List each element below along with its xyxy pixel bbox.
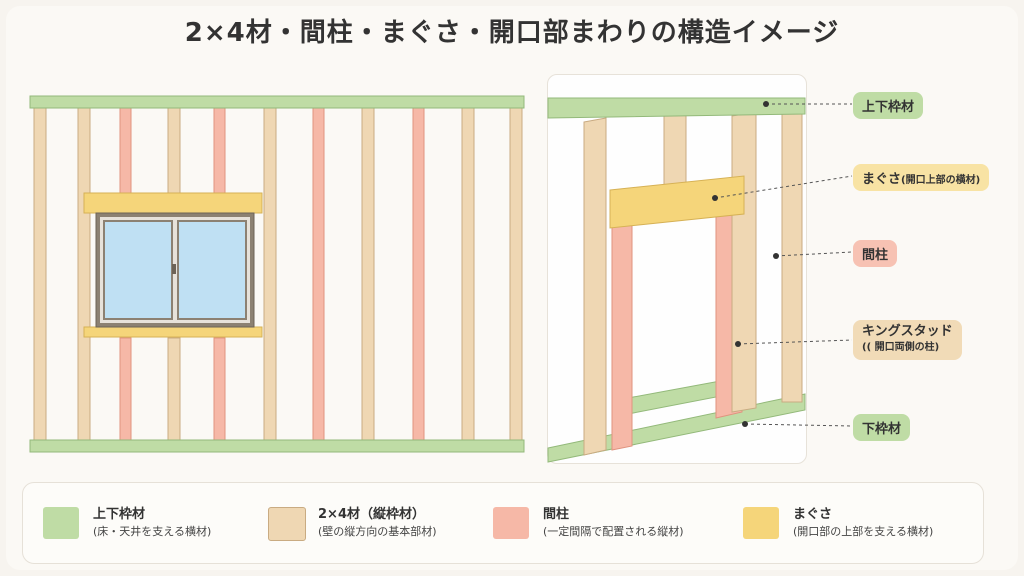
- window-glass-right: [177, 220, 247, 320]
- detail-stud: [731, 111, 757, 413]
- detail-stud: [583, 117, 607, 456]
- leader-dot: [712, 195, 718, 201]
- leader-dot: [763, 101, 769, 107]
- label-top-bottom-plate: 上下枠材: [853, 92, 924, 119]
- top-plate: [29, 95, 525, 109]
- label-king-stud-note: (( 開口両側の柱): [862, 342, 940, 353]
- detail-header: [609, 175, 745, 229]
- label-mid-stud: 間柱: [853, 240, 898, 267]
- leader-dot: [735, 341, 741, 347]
- legend-title: まぐさ: [793, 507, 833, 522]
- legend-swatch: [43, 507, 79, 539]
- legend-sub: (壁の縦方向の基本部材): [318, 525, 437, 538]
- legend-sub: (床・天井を支える横材): [93, 525, 212, 538]
- label-header-note: (開口上部の横材): [901, 175, 981, 186]
- legend-swatch: [268, 507, 306, 541]
- legend-sub: (一定間隔で配置される縦材): [543, 525, 684, 538]
- label-header-main: まぐさ: [862, 172, 902, 187]
- detail-cripple-stud: [663, 111, 687, 187]
- leader-dot: [742, 421, 748, 427]
- legend-swatch: [493, 507, 529, 539]
- diagram-title: 2×4材・間柱・まぐさ・開口部まわりの構造イメージ: [184, 18, 840, 48]
- legend: 上下枠材 (床・天井を支える横材) 2×4材（縦枠材） (壁の縦方向の基本部材)…: [22, 482, 984, 564]
- window-glass-left: [103, 220, 173, 320]
- window-latch: [172, 264, 176, 274]
- legend-sub: (開口部の上部を支える横材): [793, 525, 934, 538]
- label-king-stud-main: キングスタッド: [862, 324, 953, 339]
- label-king-stud: キングスタッド (( 開口両側の柱): [853, 320, 962, 360]
- legend-title: 間柱: [543, 507, 570, 522]
- label-bottom-plate: 下枠材: [853, 414, 911, 441]
- bottom-plate: [29, 439, 525, 453]
- detail-top-plate: [547, 97, 806, 119]
- detail-stud: [781, 111, 803, 403]
- label-header: まぐさ(開口上部の横材): [853, 164, 990, 191]
- leader-dot: [773, 253, 779, 259]
- detail-king-stud-left: [611, 221, 633, 451]
- legend-swatch: [743, 507, 779, 539]
- legend-title: 2×4材（縦枠材）: [318, 507, 425, 522]
- legend-title: 上下枠材: [93, 507, 146, 522]
